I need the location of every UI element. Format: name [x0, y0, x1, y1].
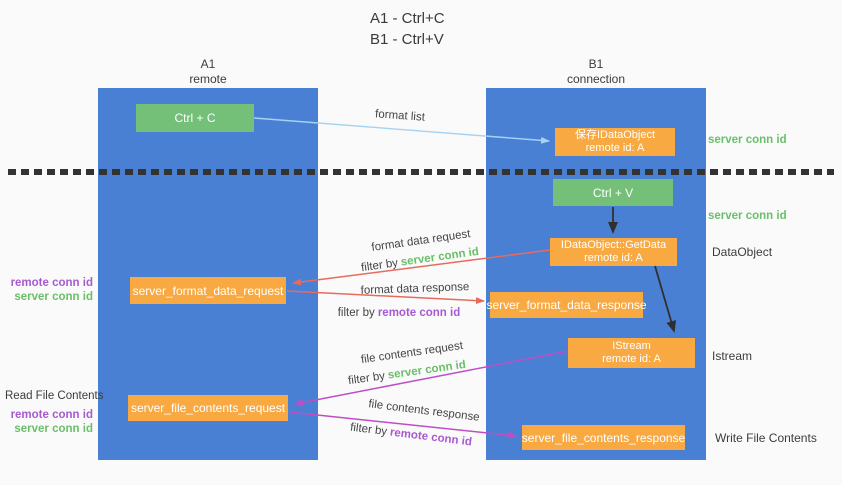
dotted-separator — [8, 169, 834, 175]
server-format-data-request-label: server_format_data_request — [132, 283, 284, 298]
istream-line2: remote id: A — [602, 353, 661, 365]
file-conn-id-pair: remote conn id server conn id — [11, 408, 93, 436]
server-conn-id-annotation-mid: server conn id — [708, 210, 787, 222]
remote-conn-id-term: remote conn id — [389, 426, 473, 449]
filter-by-text: filter by — [337, 307, 375, 319]
save-idataobject-line1: 保存IDataObject — [574, 129, 656, 141]
istream-annotation: Istream — [712, 349, 753, 363]
remote-conn-id-annotation-file: remote conn id — [10, 409, 93, 421]
node-server-format-data-request: server_format_data_request — [130, 277, 286, 304]
title-line-2: B1 - Ctrl+V — [370, 31, 444, 48]
dataobject-annotation: DataObject — [712, 245, 773, 259]
server-file-contents-response-label: server_file_contents_response — [521, 430, 686, 445]
server-conn-id-annotation-file: server conn id — [14, 423, 93, 435]
filter-by-text: filter by — [360, 257, 399, 275]
node-server-file-contents-response: server_file_contents_response — [522, 425, 685, 450]
node-server-file-contents-request: server_file_contents_request — [128, 395, 288, 421]
server-conn-id-term: server conn id — [400, 245, 480, 269]
format-data-response-label: format data response — [360, 281, 470, 297]
getdata-line1: IDataObject::GetData — [560, 239, 667, 251]
remote-conn-id-annotation-format: remote conn id — [10, 277, 93, 289]
server-file-contents-request-label: server_file_contents_request — [130, 401, 286, 415]
lane-b1-name: B1 — [588, 57, 604, 71]
ctrl-v-label: Ctrl + V — [592, 185, 634, 200]
lane-b1-role: connection — [566, 72, 626, 86]
server-conn-id-annotation-top: server conn id — [708, 134, 787, 146]
node-idataobject-getdata: IDataObject::GetData remote id: A — [550, 238, 677, 266]
save-idataobject-line2: remote id: A — [585, 142, 645, 154]
lane-header-b1: B1 connection — [486, 57, 706, 87]
node-ctrl-v: Ctrl + V — [553, 179, 673, 206]
diagram-title: A1 - Ctrl+C B1 - Ctrl+V — [370, 8, 445, 50]
istream-line1: IStream — [612, 340, 651, 352]
lane-a1-name: A1 — [200, 57, 216, 71]
ctrl-c-label: Ctrl + C — [174, 111, 216, 125]
server-format-data-response-label: server_format_data_response — [486, 298, 647, 312]
node-server-format-data-response: server_format_data_response — [486, 292, 647, 318]
file-contents-response-label: file contents response — [367, 398, 481, 424]
getdata-line2: remote id: A — [584, 252, 643, 264]
format-list-label: format list — [374, 108, 426, 124]
server-conn-id-term: server conn id — [387, 358, 467, 382]
node-ctrl-c: Ctrl + C — [136, 104, 254, 132]
lane-a1-role: remote — [189, 72, 227, 86]
lane-header-a1: A1 remote — [98, 57, 318, 87]
title-line-1: A1 - Ctrl+C — [370, 10, 445, 27]
format-conn-id-pair: remote conn id server conn id — [11, 276, 93, 304]
node-istream: IStream remote id: A — [568, 338, 695, 368]
server-conn-id-annotation-format: server conn id — [14, 291, 93, 303]
node-save-idataobject: 保存IDataObject remote id: A — [555, 128, 675, 156]
write-file-contents-annotation: Write File Contents — [715, 431, 817, 445]
filter-by-text: filter by — [349, 421, 388, 439]
remote-conn-id-term: remote conn id — [377, 307, 461, 319]
read-file-contents-annotation: Read File Contents — [5, 390, 104, 402]
filter-by-text: filter by — [347, 370, 386, 388]
